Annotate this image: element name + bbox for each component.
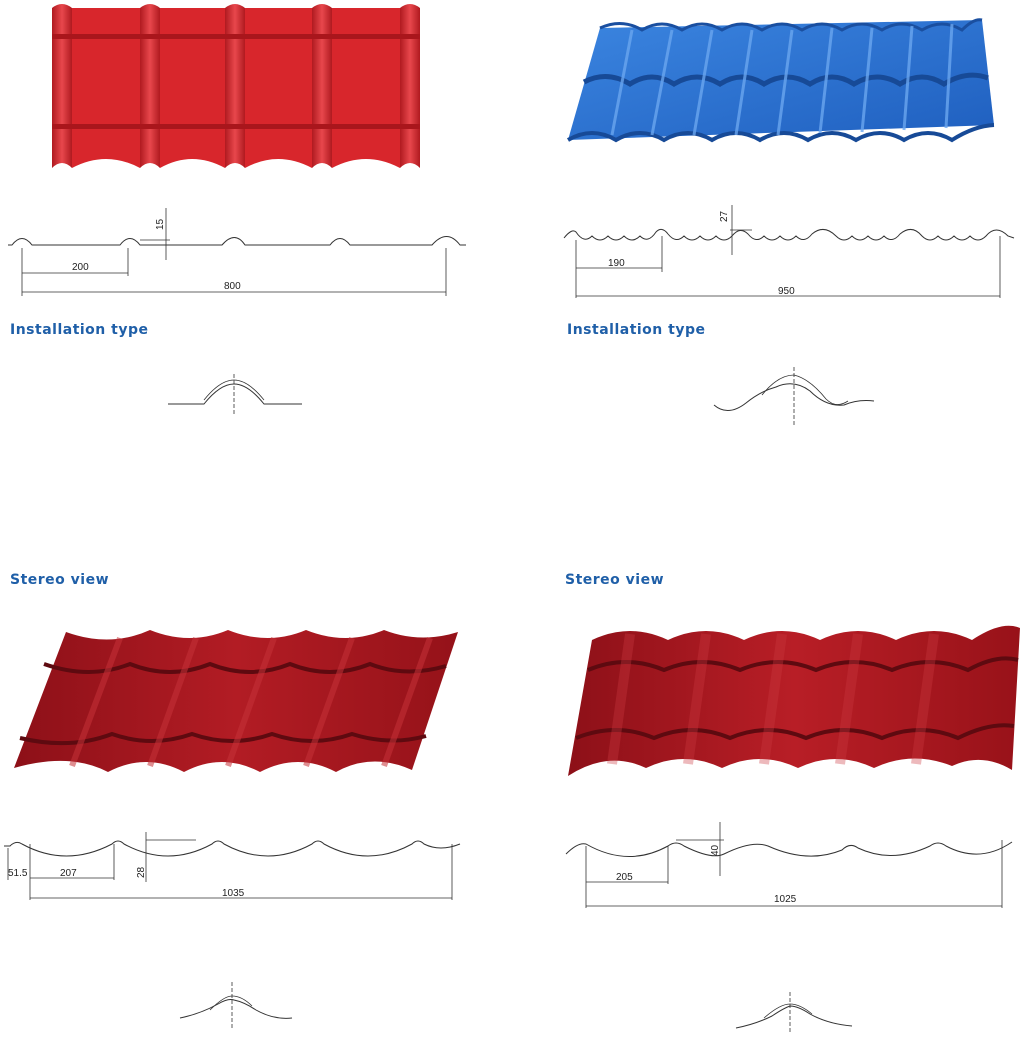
height-label: 15 — [155, 218, 166, 230]
width-label: 1035 — [222, 888, 245, 899]
height-label: 28 — [136, 866, 147, 878]
dark-red-roof-sheet-left — [14, 630, 458, 772]
profile-drawing-800: 200 800 15 — [8, 208, 466, 296]
height-label: 40 — [710, 844, 721, 856]
pitch-label: 207 — [60, 868, 77, 879]
profile-drawing-950: 190 950 27 — [563, 205, 1015, 298]
installation-sketch-bottom-right — [735, 992, 853, 1034]
height-label: 27 — [719, 210, 730, 222]
pitch-label: 205 — [616, 872, 633, 883]
red-roof-sheet-front-view — [52, 0, 420, 172]
blue-roof-sheet-view — [566, 18, 995, 143]
stereo-view-heading-left: Stereo view — [10, 572, 110, 588]
dark-red-roof-sheet-right — [568, 625, 1020, 776]
width-label: 800 — [224, 281, 241, 292]
installation-sketch-left — [168, 374, 302, 416]
installation-type-heading-left: Installation type — [10, 322, 149, 338]
width-label: 950 — [778, 286, 795, 297]
profile-drawing-1025: 205 1025 40 — [565, 822, 1013, 908]
profile-drawing-1035: 51.5 207 1035 28 — [4, 832, 461, 900]
width-label: 1025 — [774, 894, 797, 905]
installation-sketch-bottom-left — [179, 982, 293, 1028]
installation-type-heading-right: Installation type — [567, 322, 706, 338]
installation-sketch-right — [713, 367, 875, 427]
pitch-label: 200 — [72, 262, 89, 273]
pitch-label: 190 — [608, 258, 625, 269]
stereo-view-heading-right: Stereo view — [565, 572, 665, 588]
edge-label: 51.5 — [8, 868, 28, 879]
